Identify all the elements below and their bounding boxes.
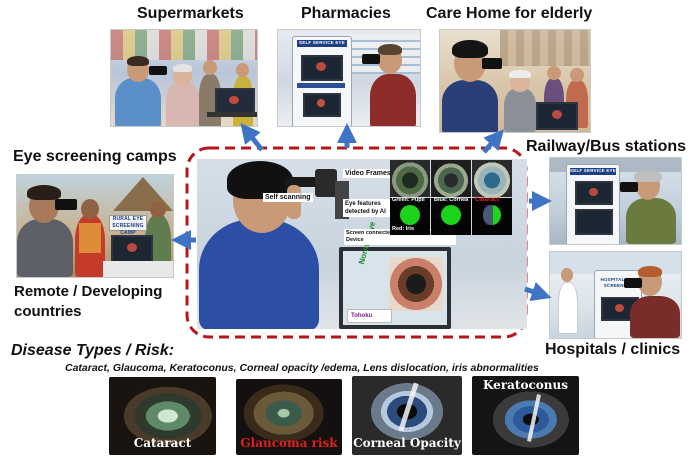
ai-frame-normal-2 bbox=[431, 198, 471, 235]
ai-features-label: Eye features detected by AI bbox=[343, 199, 391, 217]
cataract-frame-label: Cataract bbox=[475, 197, 500, 203]
eye-image-cataract: Cataract bbox=[109, 377, 216, 455]
video-frame-3 bbox=[472, 160, 512, 197]
supermarket-photo bbox=[110, 29, 258, 127]
disease-title: Disease Types / Risk: bbox=[11, 342, 175, 359]
label-care-home: Care Home for elderly bbox=[426, 5, 593, 22]
eye-image-keratoconus: Keratoconus bbox=[472, 376, 579, 455]
self-scanning-photo: Tohoku Normal Eye bbox=[197, 159, 527, 329]
eye-image-glaucoma: Glaucoma risk bbox=[236, 379, 342, 455]
arrow-to-care-home bbox=[482, 129, 504, 154]
label-supermarkets: Supermarkets bbox=[137, 5, 244, 22]
hospital-photo: HOSPITAL EYE SCREENING bbox=[549, 251, 682, 339]
eye-camp-photo: RURAL EYE SCREENING CAMP bbox=[16, 174, 174, 278]
eye-caption-glaucoma: Glaucoma risk bbox=[240, 436, 338, 450]
video-frames-label: Video Frames bbox=[343, 169, 393, 178]
eye-caption-keratoconus: Keratoconus bbox=[483, 378, 568, 392]
station-kiosk-sign: SELF SERVICE EYE SCREENING bbox=[570, 168, 616, 179]
blue-cornea-label: Blue: Cornea bbox=[434, 197, 469, 203]
video-frame-2 bbox=[431, 160, 471, 197]
label-eye-camps: Eye screening camps bbox=[13, 148, 177, 165]
label-railway: Railway/Bus stations bbox=[526, 138, 687, 155]
care-home-photo bbox=[439, 29, 591, 133]
ai-frame-cataract bbox=[472, 198, 512, 235]
disease-list: Cataract, Glaucoma, Keratoconus, Corneal… bbox=[65, 362, 539, 374]
arrow-to-supermarkets bbox=[240, 122, 264, 152]
label-pharmacies: Pharmacies bbox=[301, 5, 391, 22]
label-hospitals: Hospitals / clinics bbox=[545, 341, 681, 358]
pharmacy-kiosk-sign: SELF SERVICE EYE SCREENING bbox=[297, 40, 347, 51]
ai-frame-normal-1 bbox=[390, 198, 430, 235]
camp-sign: RURAL EYE SCREENING CAMP bbox=[109, 215, 147, 236]
eye-image-corneal-opacity: Corneal Opacity bbox=[352, 376, 462, 455]
railway-station-photo: SELF SERVICE EYE SCREENING bbox=[549, 157, 682, 245]
eye-caption-cataract: Cataract bbox=[133, 436, 192, 450]
arrow-to-hospitals bbox=[524, 282, 552, 302]
pharmacy-photo: SELF SERVICE EYE SCREENING bbox=[277, 29, 421, 127]
label-remote: Remote / Developing countries bbox=[14, 283, 163, 320]
red-iris-label: Red: Iris bbox=[392, 226, 415, 232]
eye-caption-corneal-opacity: Corneal Opacity bbox=[353, 436, 461, 450]
green-pupil-label: Green: Pupil bbox=[392, 197, 425, 203]
brand-label: Tohoku bbox=[347, 309, 392, 323]
video-frame-1 bbox=[390, 160, 430, 197]
self-scanning-label: Self scanning bbox=[263, 193, 313, 202]
